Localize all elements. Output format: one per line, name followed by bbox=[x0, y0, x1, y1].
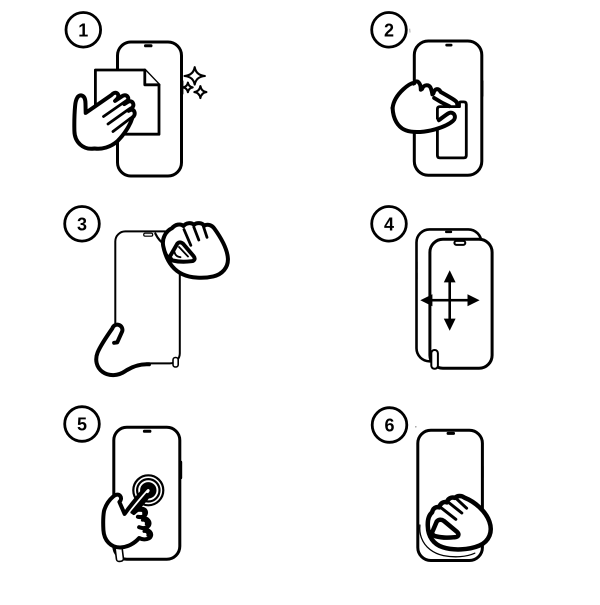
svg-text:3: 3 bbox=[77, 214, 87, 234]
svg-text:6: 6 bbox=[384, 416, 394, 436]
svg-text:5: 5 bbox=[77, 415, 87, 435]
svg-text:2: 2 bbox=[384, 20, 394, 40]
svg-text:1: 1 bbox=[78, 20, 88, 40]
svg-text:4: 4 bbox=[384, 214, 394, 234]
